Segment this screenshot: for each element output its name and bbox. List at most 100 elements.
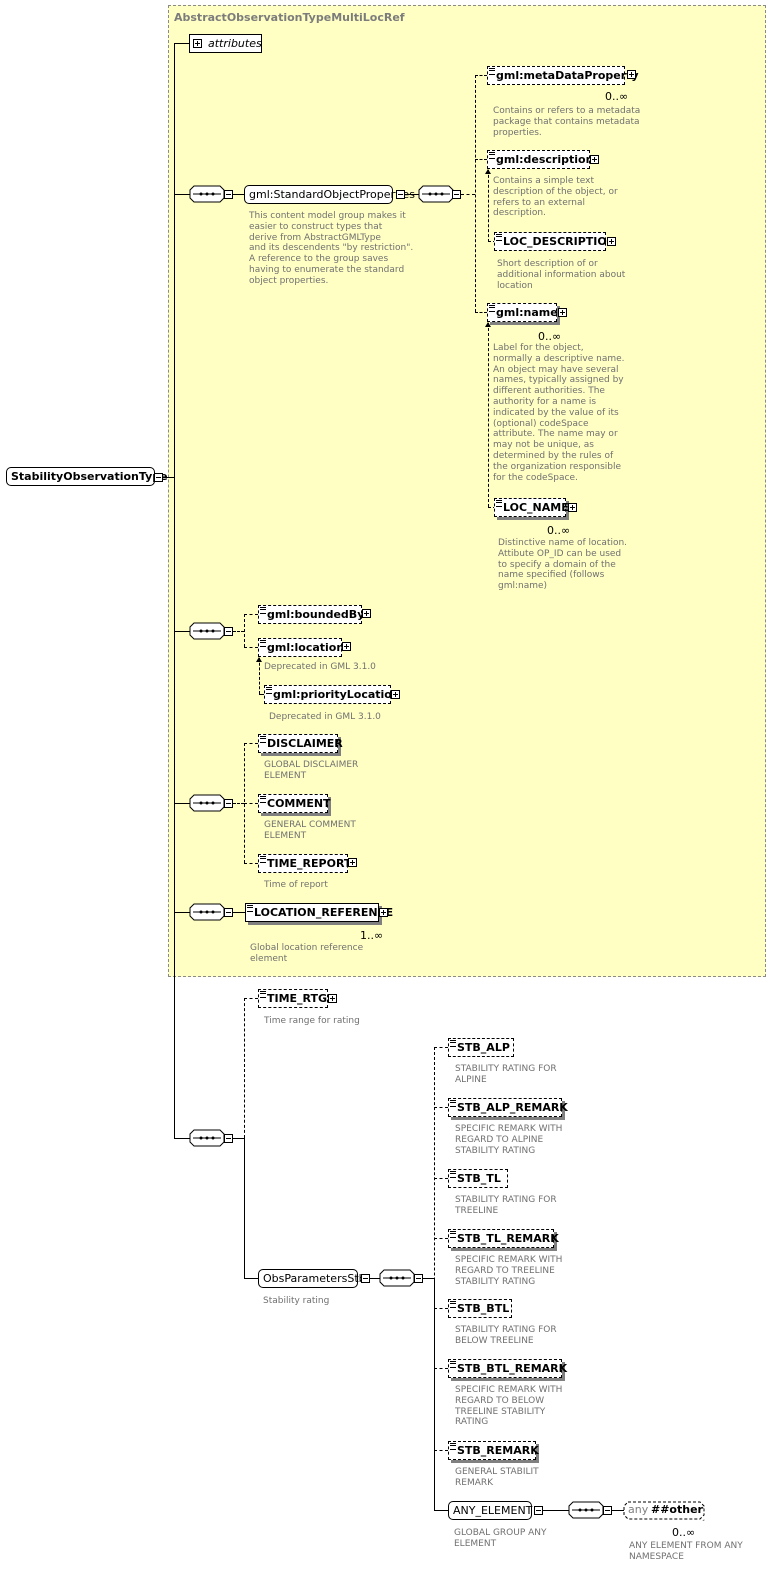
stb-btl-remark-node[interactable]: STB_BTL_REMARK [448,1359,567,1378]
expand-icon[interactable] [627,70,636,79]
obs-parameters-label: ObsParametersStb [263,1272,366,1285]
loc-name-note: Distinctive name of location.Attibute OP… [498,538,628,592]
stb-tl-label: STB_TL [457,1172,501,1185]
time-rtg-note: Time range for rating [264,1016,360,1026]
connector [233,912,245,913]
collapse-icon[interactable] [452,190,461,199]
disclaimer-node[interactable]: DISCLAIMER [258,734,343,753]
connector [244,863,258,864]
expand-icon[interactable] [193,39,202,48]
location-reference-label: LOCATION_REFERENCE [254,906,394,919]
connector [434,1308,448,1309]
stb-tl-node[interactable]: STB_TL [448,1169,508,1188]
connector [434,1238,448,1239]
stb-alp-label: STB_ALP [457,1041,510,1054]
connector [475,75,487,76]
expand-icon[interactable] [348,858,357,867]
connector [163,477,175,478]
sequence-compositor-icon [379,1269,415,1287]
priority-location-node[interactable]: gml:priorityLocation [264,685,400,704]
root-type-label: StabilityObservationType [11,470,168,483]
branch-line [259,658,260,694]
collapse-icon[interactable] [361,1274,370,1283]
connector [434,1368,448,1369]
time-report-node[interactable]: TIME_REPORT [258,854,351,873]
any-keyword: any [628,1503,649,1516]
collapse-icon[interactable] [414,1274,423,1283]
connector [174,194,190,195]
connector [174,803,190,804]
expand-icon[interactable] [590,155,599,164]
connector [174,1138,190,1139]
bounded-by-node[interactable]: gml:boundedBy [258,605,364,624]
time-rtg-node[interactable]: TIME_RTG [258,989,328,1008]
collapse-icon[interactable] [534,1506,543,1515]
collapse-icon[interactable] [396,190,405,199]
name-note: Label for the object,normally a descript… [493,343,625,483]
time-report-note: Time of report [264,880,328,890]
description-node[interactable]: gml:description [487,150,594,169]
expand-icon[interactable] [568,503,577,512]
loc-description-label: LOC_DESCRIPTION [503,235,616,248]
root-type-node[interactable]: StabilityObservationType [6,467,168,486]
standard-object-properties-group[interactable]: gml:StandardObjectProperties [244,185,415,204]
location-label: gml:location [267,641,345,654]
connector [405,194,419,195]
sequence-shape [189,185,225,203]
location-reference-node[interactable]: LOCATION_REFERENCE [245,903,393,922]
name-cardinality: 0..∞ [538,330,562,343]
loc-name-node[interactable]: LOC_NAME [494,498,569,517]
standard-object-properties-label: gml:StandardObjectProperties [249,188,415,201]
loc-name-label: LOC_NAME [503,501,569,514]
connector [233,194,245,195]
connector [244,743,258,744]
collapse-icon[interactable] [224,627,233,636]
sequence-compositor-icon [418,185,454,203]
expand-icon[interactable] [391,690,400,699]
collapse-icon[interactable] [224,908,233,917]
expand-icon[interactable] [379,908,388,917]
obs-parameters-group[interactable]: ObsParametersStb [258,1269,366,1288]
stb-remark-label: STB_REMARK [457,1444,539,1457]
any-element-group[interactable]: ANY_ELEMENT [448,1501,532,1520]
meta-data-property-label: gml:metaDataProperty [496,69,639,82]
meta-data-property-node[interactable]: gml:metaDataProperty [487,66,639,85]
connector [233,631,244,632]
expand-icon[interactable] [362,609,371,618]
location-node[interactable]: gml:location [258,638,345,657]
collapse-icon[interactable] [603,1506,612,1515]
trunk-line [174,43,175,1139]
stb-btl-node[interactable]: STB_BTL [448,1299,512,1318]
stb-alp-remark-node[interactable]: STB_ALP_REMARK [448,1098,568,1117]
obs-parameters-note: Stability rating [263,1296,330,1306]
collapse-icon[interactable] [224,1134,233,1143]
collapse-icon[interactable] [224,190,233,199]
expand-icon[interactable] [558,308,567,317]
branch-line [434,1278,435,1511]
expand-icon[interactable] [342,642,351,651]
stb-tl-remark-node[interactable]: STB_TL_REMARK [448,1229,559,1248]
collapse-icon[interactable] [154,473,163,482]
collapse-icon[interactable] [224,799,233,808]
attributes-node[interactable]: attributes [189,34,262,53]
any-wildcard-node[interactable]: any ##other [623,1501,705,1521]
name-node[interactable]: gml:name [487,303,558,322]
sequence-shape [189,903,225,921]
sequence-shape [189,794,225,812]
comment-node[interactable]: COMMENT [258,794,331,813]
loc-description-node[interactable]: LOC_DESCRIPTION [494,232,616,251]
stb-btl-label: STB_BTL [457,1302,510,1315]
expand-icon[interactable] [328,994,337,1003]
stb-alp-node[interactable]: STB_ALP [448,1038,514,1057]
base-type-region [168,5,766,977]
description-label: gml:description [496,153,594,166]
any-cardinality: 0..∞ [672,1526,696,1539]
expand-icon[interactable] [607,237,616,246]
stb-remark-node[interactable]: STB_REMARK [448,1441,539,1460]
connector [174,43,190,44]
priority-location-note: Deprecated in GML 3.1.0 [269,712,381,722]
